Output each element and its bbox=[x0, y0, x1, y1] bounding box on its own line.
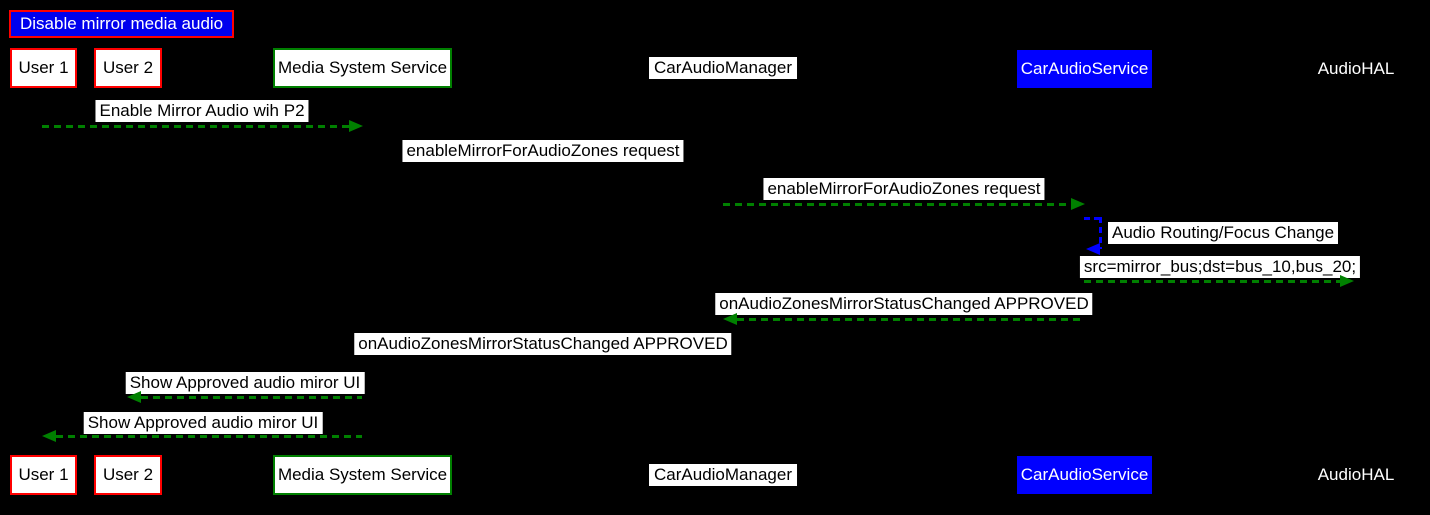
participant-audiohal-bottom: AudioHAL bbox=[1317, 465, 1395, 484]
participant-user1-top: User 1 bbox=[10, 48, 77, 88]
arrowhead-left-icon bbox=[42, 430, 56, 442]
participant-audiohal-top: AudioHAL bbox=[1317, 59, 1395, 78]
participant-media-system-service-top: Media System Service bbox=[273, 48, 452, 88]
message-arrow-show-approved-ui-1 bbox=[141, 396, 362, 399]
self-message-loop-side bbox=[1099, 217, 1102, 249]
message-label-show-approved-ui-2: Show Approved audio miror UI bbox=[83, 412, 323, 434]
message-label-audio-routing-focus-change: Audio Routing/Focus Change bbox=[1108, 222, 1339, 244]
participant-user2-bottom: User 2 bbox=[94, 455, 162, 495]
participant-caraudiomanager-top: CarAudioManager bbox=[649, 57, 797, 79]
arrowhead-left-icon bbox=[723, 313, 737, 325]
message-label-enable-mirror-audio: Enable Mirror Audio wih P2 bbox=[95, 100, 309, 122]
arrowhead-right-icon bbox=[1340, 275, 1354, 287]
participant-user1-bottom: User 1 bbox=[10, 455, 77, 495]
arrowhead-right-icon bbox=[1071, 198, 1085, 210]
arrowhead-right-icon bbox=[349, 120, 363, 132]
message-arrow-src-mirror-bus bbox=[1084, 280, 1340, 283]
participant-caraudioservice-bottom: CarAudioService bbox=[1017, 456, 1152, 494]
message-label-show-approved-ui-1: Show Approved audio miror UI bbox=[125, 372, 365, 394]
arrowhead-left-icon bbox=[127, 391, 141, 403]
participant-user2-top: User 2 bbox=[94, 48, 162, 88]
message-arrow-enable-mirror-audio bbox=[42, 125, 349, 128]
message-label-status-changed-approved-2: onAudioZonesMirrorStatusChanged APPROVED bbox=[354, 333, 732, 355]
participant-media-system-service-bottom: Media System Service bbox=[273, 455, 452, 495]
arrowhead-left-icon bbox=[1086, 243, 1100, 255]
message-label-status-changed-approved-1: onAudioZonesMirrorStatusChanged APPROVED bbox=[715, 293, 1093, 315]
participant-caraudioservice-top: CarAudioService bbox=[1017, 50, 1152, 88]
message-arrow-show-approved-ui-2 bbox=[56, 435, 362, 438]
self-message-loop-top bbox=[1084, 217, 1102, 220]
diagram-title: Disable mirror media audio bbox=[9, 10, 235, 38]
message-arrow-enablemirror-request-2 bbox=[723, 203, 1071, 206]
participant-caraudiomanager-bottom: CarAudioManager bbox=[649, 464, 797, 486]
message-arrow-status-changed-approved-1 bbox=[737, 318, 1084, 321]
message-label-enablemirror-request-2: enableMirrorForAudioZones request bbox=[763, 178, 1045, 200]
message-label-enablemirror-request-1: enableMirrorForAudioZones request bbox=[402, 140, 684, 162]
message-label-src-mirror-bus: src=mirror_bus;dst=bus_10,bus_20; bbox=[1079, 256, 1361, 278]
